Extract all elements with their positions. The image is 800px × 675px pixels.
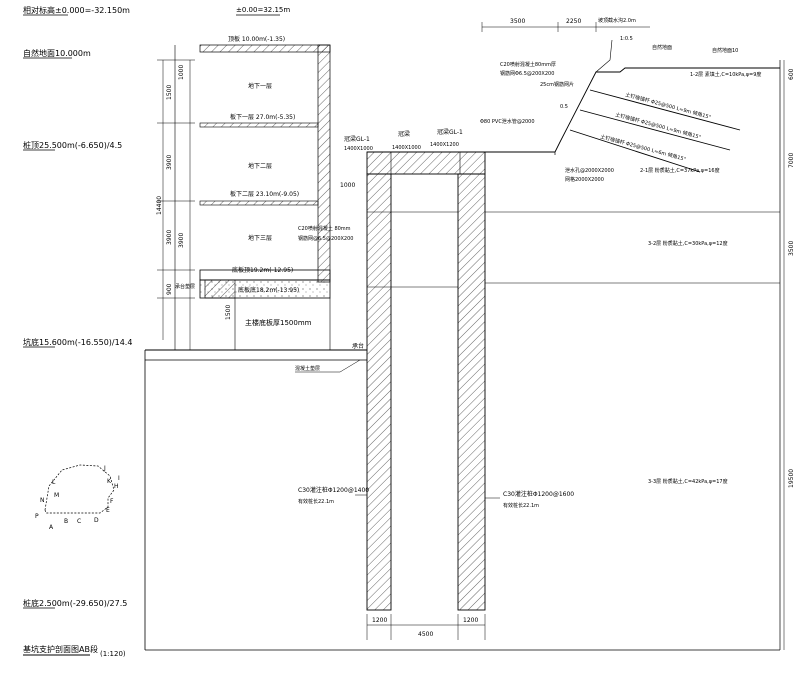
key-plan: A B C D E F H I J K L M N P <box>35 464 120 531</box>
soil-layers: 1-2层 素填土,C=10kPa,φ=9度 2-1层 粉质黏土,C=37kPa,… <box>640 71 761 485</box>
slope-ground: 自然地面 <box>652 44 672 51</box>
floor3-label: 地下三层 <box>248 234 272 242</box>
svg-text:P: P <box>35 513 39 520</box>
layer3-label: 3-2层 粉质黏土,C=30kPa,φ=12度 <box>648 240 728 247</box>
nail3-label: 土钉墙锚杆 Φ25@500 L=6m 倾角15° <box>599 133 687 163</box>
svg-text:A: A <box>49 524 54 531</box>
svg-text:1400X1000: 1400X1000 <box>392 145 421 151</box>
svg-text:H: H <box>114 483 119 490</box>
pvc-note: Φ80 PVC泄水管@2000 <box>480 118 535 125</box>
svg-text:J: J <box>103 465 106 472</box>
svg-text:K: K <box>107 478 112 485</box>
svg-text:3900: 3900 <box>166 230 173 245</box>
svg-text:N: N <box>40 497 45 504</box>
svg-text:1400X1000: 1400X1000 <box>344 146 373 152</box>
svg-text:C: C <box>77 518 81 525</box>
retaining-piles: 冠梁GL-1 1400X1000 冠梁 1400X1000 冠梁GL-1 140… <box>295 128 574 640</box>
slab-bottom-label: 底板底18.2m(-13.95) <box>238 286 299 294</box>
svg-text:F: F <box>110 498 114 505</box>
svg-text:3500: 3500 <box>788 241 795 256</box>
svg-text:E: E <box>106 507 110 514</box>
nail-2 <box>579 109 731 151</box>
svg-text:D: D <box>94 517 99 524</box>
svg-text:1500: 1500 <box>166 85 173 100</box>
pile-1 <box>366 173 392 611</box>
scale-label: (1:120) <box>100 650 126 658</box>
svg-text:1400X1200: 1400X1200 <box>430 142 459 148</box>
pile-2 <box>457 173 486 611</box>
blind-layer-label: 混凝土垫层 <box>295 365 320 372</box>
ground-level-label: 自然地面10.000m <box>23 48 91 58</box>
beam-left-label: 冠梁GL-1 <box>344 135 370 143</box>
drain-note: 泄水孔@2000X2000 <box>565 167 614 174</box>
pile1-length: 有效桩长22.1m <box>298 498 334 505</box>
pile2-length: 有效桩长22.1m <box>503 502 539 509</box>
side-mark: 1000 <box>340 182 355 189</box>
column-note: 主楼底板厚1500mm <box>245 318 312 327</box>
slope-width-1: 3500 <box>510 18 525 25</box>
floor2-label: 地下二层 <box>248 162 272 170</box>
nail-3 <box>569 129 701 173</box>
anchor-note: C20喷射混凝土 80mm <box>298 225 351 232</box>
slab2-label: 板下二层 23.10m(-9.05) <box>230 190 299 198</box>
pile1-spec: C30灌注桩Φ1200@1400 <box>298 486 369 494</box>
slope-note: 坡顶截水沟2.0m <box>598 17 636 24</box>
basement-structure: 顶板 10.00m(-1.35) 地下一层 板下一层 27.0m(-5.35) … <box>156 35 355 350</box>
pile-width-1: 1200 <box>372 617 387 624</box>
top-labels: ±0.00=32.15m 3500 2250 坡顶截水沟2.0m 1:0.5 自… <box>236 6 738 73</box>
svg-text:1:0.5: 1:0.5 <box>620 36 633 42</box>
svg-text:M: M <box>54 492 59 499</box>
excavation-bottom-label: 坑底15.600m(-16.550)/14.4 <box>23 337 132 347</box>
left-labels: 相对标高±0.000=-32.150m 自然地面10.000m 桩顶25.500… <box>23 5 132 658</box>
svg-text:B: B <box>64 518 68 525</box>
svg-text:900: 900 <box>166 283 173 295</box>
svg-text:600: 600 <box>788 68 795 80</box>
nail1-label: 土钉墙锚杆 Φ25@500 L=9m 倾角15° <box>624 91 712 121</box>
top-elevation: ±0.00=32.15m <box>236 6 290 14</box>
svg-text:3900: 3900 <box>178 233 185 248</box>
svg-text:25cm钢筋网片: 25cm钢筋网片 <box>540 81 574 88</box>
svg-text:7000: 7000 <box>788 153 795 168</box>
pile-bottom-label: 桩底2.500m(-29.650)/27.5 <box>23 598 127 608</box>
pile-spacing: 4500 <box>418 631 433 638</box>
slab3-label: 底板顶19.2m(-12.95) <box>232 266 293 274</box>
total-dim: 14400 <box>156 196 163 215</box>
roof-label: 顶板 10.00m(-1.35) <box>228 35 285 43</box>
datum-label: 相对标高±0.000=-32.150m <box>23 5 130 15</box>
beam-right-label: 冠梁GL-1 <box>437 128 463 136</box>
svg-text:钢筋网@6.5@200X200: 钢筋网@6.5@200X200 <box>298 235 353 242</box>
nail2-label: 土钉墙锚杆 Φ25@500 L=9m 倾角15° <box>614 111 702 141</box>
svg-text:3900: 3900 <box>166 155 173 170</box>
right-dims: 600 7000 3500 19500 <box>783 60 795 650</box>
pile-top-label: 桩顶25.500m(-6.650)/4.5 <box>23 140 122 150</box>
svg-text:I: I <box>118 475 120 482</box>
svg-text:网格2000X2000: 网格2000X2000 <box>565 176 604 183</box>
svg-text:1000: 1000 <box>178 65 185 80</box>
layer1-label: 1-2层 素填土,C=10kPa,φ=9度 <box>690 71 761 78</box>
pad-note: 承台垫层 <box>175 283 195 290</box>
svg-text:1500: 1500 <box>225 305 232 320</box>
pile2-spec: C30灌注桩Φ1200@1600 <box>503 490 574 498</box>
drawing-title: 基坑支护剖面图AB段 <box>23 644 98 654</box>
slope-width-2: 2250 <box>566 18 581 25</box>
floor1-label: 地下一层 <box>248 82 272 90</box>
svg-text:19500: 19500 <box>788 469 795 488</box>
beam-mid-label: 冠梁 <box>398 130 410 138</box>
mesh-note: C20喷射混凝土80mm厚 <box>500 61 556 68</box>
slab1-label: 板下一层 27.0m(-5.35) <box>230 113 295 121</box>
ground-label: 自然地面10 <box>712 47 738 54</box>
cap-label: 承台 <box>352 342 364 350</box>
svg-text:钢筋网Φ6.5@200X200: 钢筋网Φ6.5@200X200 <box>500 70 554 77</box>
svg-text:0.5: 0.5 <box>560 104 568 110</box>
slope-nails: C20喷射混凝土80mm厚 钢筋网Φ6.5@200X200 25cm钢筋网片 土… <box>480 61 741 183</box>
nail-1 <box>589 89 741 131</box>
layer2-label: 2-1层 粉质黏土,C=37kPa,φ=16度 <box>640 167 720 174</box>
layer4-label: 3-3层 粉质黏土,C=42kPa,φ=17度 <box>648 478 728 485</box>
svg-text:L: L <box>52 479 56 486</box>
pile-width-2: 1200 <box>463 617 478 624</box>
